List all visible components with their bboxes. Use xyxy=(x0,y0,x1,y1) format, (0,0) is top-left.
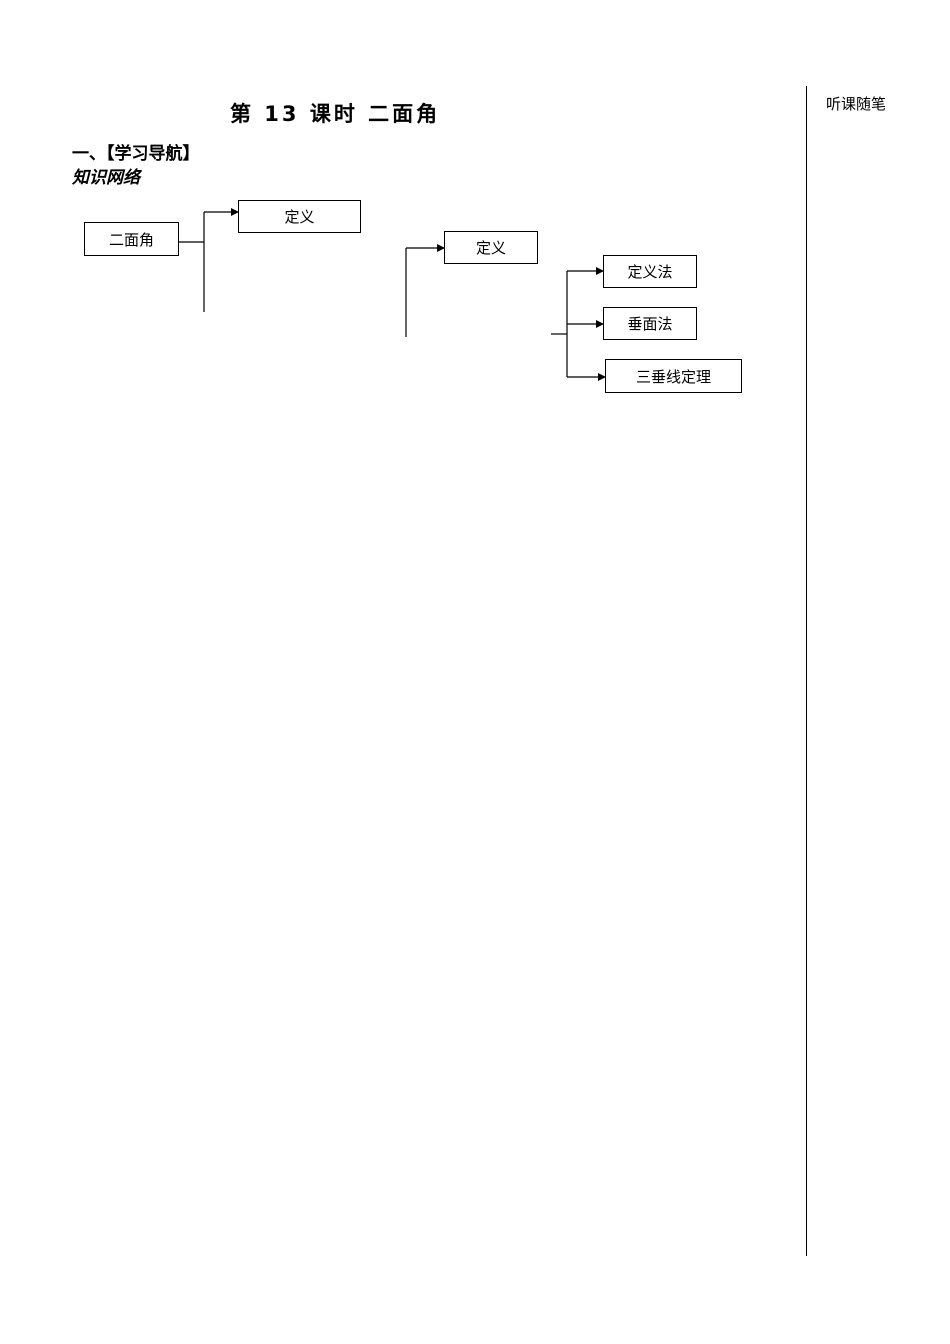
node-dihedral-angle: 二面角 xyxy=(84,222,179,256)
margin-notes-label: 听课随笔 xyxy=(826,95,887,113)
node-definition: 定义 xyxy=(238,200,361,233)
knowledge-network-heading: 知识网络 xyxy=(72,168,140,188)
section-heading: 一、【学习导航】 xyxy=(72,144,200,164)
node-method-perpendicular-plane: 垂面法 xyxy=(603,307,697,340)
node-method-definition: 定义法 xyxy=(603,255,697,288)
node-method-three-perpendiculars: 三垂线定理 xyxy=(605,359,742,393)
margin-divider xyxy=(806,86,807,1256)
knowledge-network-diagram xyxy=(178,208,606,381)
page-title: 第 13 课时 二面角 xyxy=(230,102,441,126)
node-sub-definition: 定义 xyxy=(444,231,538,264)
